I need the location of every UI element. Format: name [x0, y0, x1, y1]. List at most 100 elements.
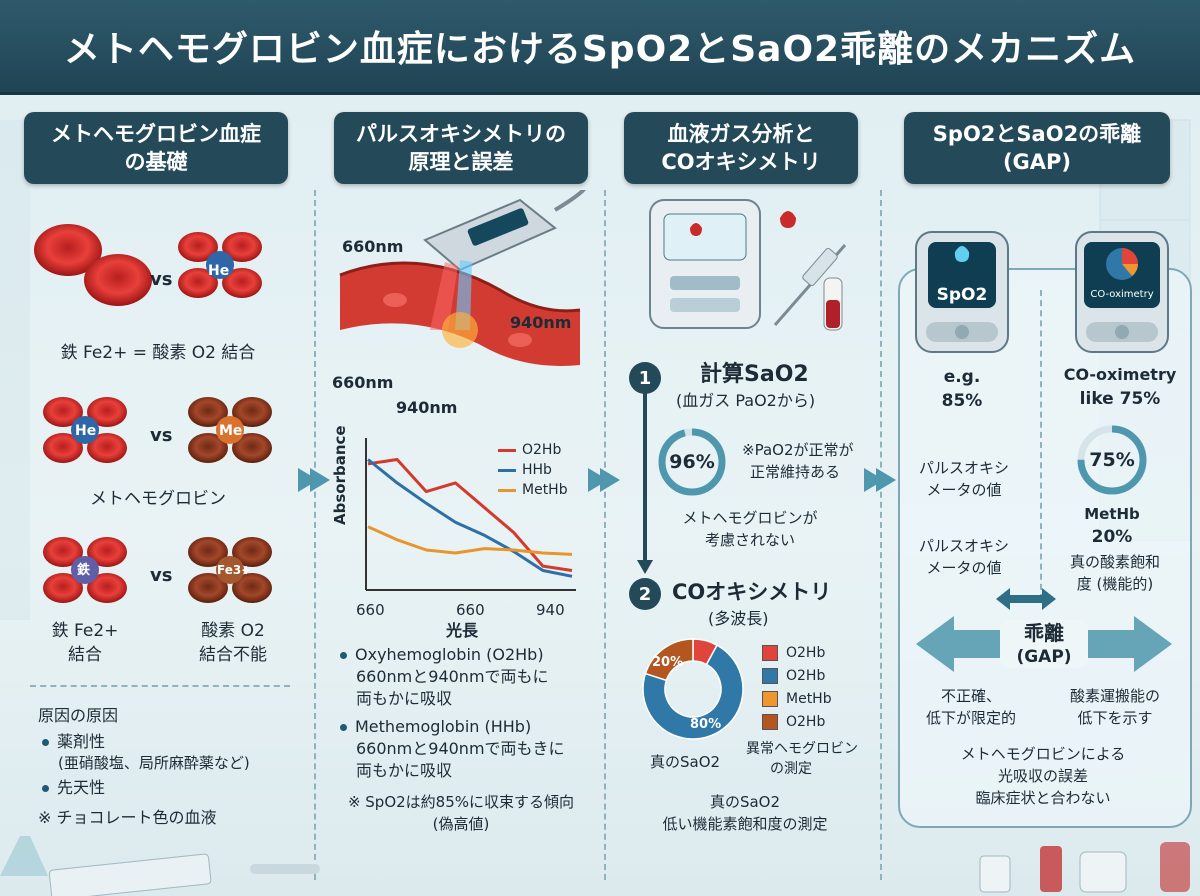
spo2-convergence-note: ※ SpO2は約85%に収束する傾向: [347, 793, 575, 811]
arrow-down-icon: [637, 560, 653, 574]
o2-unbindable-caption-2: 結合不能: [199, 645, 267, 665]
conclusion-line: 臨床症状と合わない: [975, 789, 1111, 807]
pulse-oximeter-value-label: パルスオキシ: [918, 459, 1009, 477]
true-saturation-label: 真の酸素飽和: [1069, 553, 1160, 571]
title-bar: メトヘモグロビン血症におけるSpO2とSaO2乖離のメカニズム: [0, 0, 1200, 95]
legend-item: O2Hb: [762, 642, 832, 665]
co-oximetry-donut-chart: [642, 638, 744, 740]
legend-label: MetHb: [522, 482, 568, 498]
spo2-example: e.g.: [943, 367, 981, 387]
bullet-text: 両もかに吸収: [356, 761, 453, 780]
fe2-binding-caption: 鉄 Fe2+: [51, 621, 119, 641]
vs-label: vs: [150, 269, 173, 290]
pulse-oximeter-value-label-2: メータの値: [926, 559, 1002, 577]
gap-arrow: [916, 616, 1172, 672]
bullet-methemoglobin: Methemoglobin (HHb): [340, 716, 531, 738]
gap-label: 乖離: [1024, 621, 1064, 645]
ring-value: 96%: [669, 451, 715, 473]
column-divider: [314, 190, 316, 880]
bullet-text: 両もかに吸収: [356, 689, 453, 708]
column-header-pulse-oximetry: パルスオキシメトリの 原理と誤差: [334, 112, 588, 184]
lab-equipment-decoration: [0, 836, 1190, 896]
column-divider: [604, 190, 606, 880]
legend-swatch: [762, 668, 778, 684]
arrow-right-icon: [588, 468, 620, 492]
legend-swatch: [762, 714, 778, 730]
fe2-binding-caption-2: 結合: [68, 645, 102, 665]
column-header-line1: SpO2とSaO2の乖離: [932, 121, 1142, 146]
donut-label-20: 20%: [652, 655, 684, 670]
bullet-text: 660nmと940nmで両もきに: [356, 739, 565, 758]
wavelength-label-940: 940nm: [510, 313, 572, 332]
column-header-gap: SpO2とSaO2の乖離 (GAP): [904, 112, 1170, 184]
legend-label: O2Hb: [786, 714, 826, 730]
wavelength-label-660: 660nm: [342, 237, 404, 256]
donut-slice-o2hb-main: [642, 644, 744, 740]
arrow-right-icon: [864, 468, 896, 492]
red-blood-cells-illustration: [34, 224, 272, 603]
panel-divider: [1040, 290, 1042, 600]
wavelength-label-940: 940nm: [396, 398, 458, 417]
bullet-icon: [340, 652, 347, 659]
o2-unbindable-caption: 酸素 O2: [201, 621, 265, 641]
donut-slice-methb: [644, 638, 694, 682]
methb-not-considered: メトヘモグロビンが: [682, 509, 818, 527]
functional-saturation-note: 低い機能素飽和度の測定: [662, 815, 828, 833]
y-axis-label: Absorbance: [331, 425, 349, 525]
bullet-icon: [340, 724, 347, 731]
methb-value: 20%: [1091, 527, 1133, 547]
bullet-oxyhemoglobin: Oxyhemoglobin (O2Hb): [340, 644, 544, 666]
he-label: He: [208, 263, 230, 279]
methb-ring-gauge: [1077, 425, 1147, 495]
pao2-note: ※PaO2が正常が: [742, 441, 854, 459]
me-label: Me: [219, 423, 243, 439]
legend-label: O2Hb: [786, 668, 826, 684]
donut-label-80: 80%: [690, 717, 722, 732]
cause-detail: (亜硝酸塩、局所麻酔薬など): [58, 754, 250, 772]
pulse-oximeter-value-label-2: メータの値: [926, 481, 1002, 499]
legend-swatch: [762, 645, 778, 661]
donut-legend: O2Hb O2Hb MetHb O2Hb: [762, 642, 832, 734]
legend-label: HHb: [522, 462, 552, 478]
step-number-1: 1: [629, 362, 661, 394]
column-header-basics: メトヘモグロビン血症 の基礎: [24, 112, 288, 184]
cause-label: 先天性: [57, 778, 106, 797]
abnormal-hb-label: 異常ヘモグロビン: [746, 741, 858, 757]
oxygen-transport-label-2: 低下を示す: [1077, 709, 1153, 727]
series-line-hhb: [367, 458, 573, 578]
legend-swatch: [498, 448, 516, 452]
chocolate-blood-note: ※ チョコレート色の血液: [38, 808, 217, 827]
column-header-line2: 原理と誤差: [408, 150, 514, 174]
calculated-sao2-subtitle: (血ガス PaO2から): [676, 391, 816, 410]
bullet-title: Oxyhemoglobin (O2Hb): [355, 645, 544, 664]
section-divider: [30, 685, 290, 687]
causes-title: 原因の原因: [38, 706, 119, 725]
pulse-oximeter-illustration: [339, 190, 586, 366]
vs-label: vs: [150, 425, 173, 446]
spo2-device-label: SpO2: [936, 285, 988, 305]
bullet-title: Methemoglobin (HHb): [355, 717, 532, 736]
series-line-o2hb: [367, 458, 573, 572]
arrow-right-icon: [298, 468, 330, 492]
x-axis-label: 光長: [446, 621, 479, 640]
blood-gas-analyzer-illustration: [649, 199, 847, 331]
spo2-example-value: 85%: [941, 391, 983, 411]
x-tick-label: 660: [356, 601, 385, 619]
column-header-line2: (GAP): [1002, 150, 1072, 174]
page-title: メトヘモグロビン血症におけるSpO2とSaO2乖離のメカニズム: [63, 29, 1137, 70]
inaccurate-label-2: 低下が限定的: [925, 709, 1016, 727]
legend-item: O2Hb: [762, 711, 832, 734]
chart-legend: O2Hb HHb MetHb: [498, 440, 568, 500]
cause-label: 薬剤性: [57, 732, 106, 751]
wavelength-label-660: 660nm: [332, 373, 394, 392]
cause-item: 先天性: [42, 777, 105, 799]
calculated-sao2-title: 計算SaO2: [700, 362, 809, 387]
cause-item: 薬剤性: [42, 731, 105, 753]
column-header-line1: メトヘモグロビン血症: [51, 121, 261, 146]
he-label: He: [75, 423, 97, 439]
legend-label: MetHb: [786, 691, 832, 707]
column-header-blood-gas: 血液ガス分析と COオキシメトリ: [624, 112, 858, 184]
legend-item: MetHb: [762, 688, 832, 711]
methemoglobin-caption: メトヘモグロビン: [90, 489, 226, 509]
column-header-line1: パルスオキシメトリの: [356, 121, 566, 146]
